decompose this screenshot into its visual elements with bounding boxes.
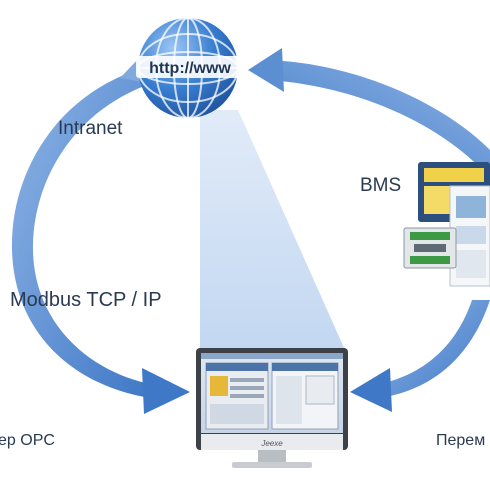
arrow-right-top-head (248, 48, 284, 92)
label-bms: BMS (360, 175, 402, 196)
arrow-right-bottom-head (350, 368, 392, 412)
globe-url-text: http://www (149, 60, 231, 77)
label-modbus: Modbus TCP / IP (10, 289, 162, 311)
bms-equipment (403, 162, 490, 287)
arrow-left-head (142, 368, 190, 414)
label-perem: Перем (436, 432, 486, 449)
arrow-right-bottom (380, 300, 490, 398)
light-beam (200, 110, 345, 350)
monitor: Jeexe (196, 348, 348, 468)
arrow-right-top (265, 60, 490, 178)
label-opc-server: ер OPC (0, 432, 55, 449)
monitor-brand: Jeexe (260, 439, 283, 448)
globe-icon: http://www (136, 17, 244, 119)
arrow-left-cycle (11, 66, 150, 398)
label-intranet: Intranet (58, 118, 123, 139)
